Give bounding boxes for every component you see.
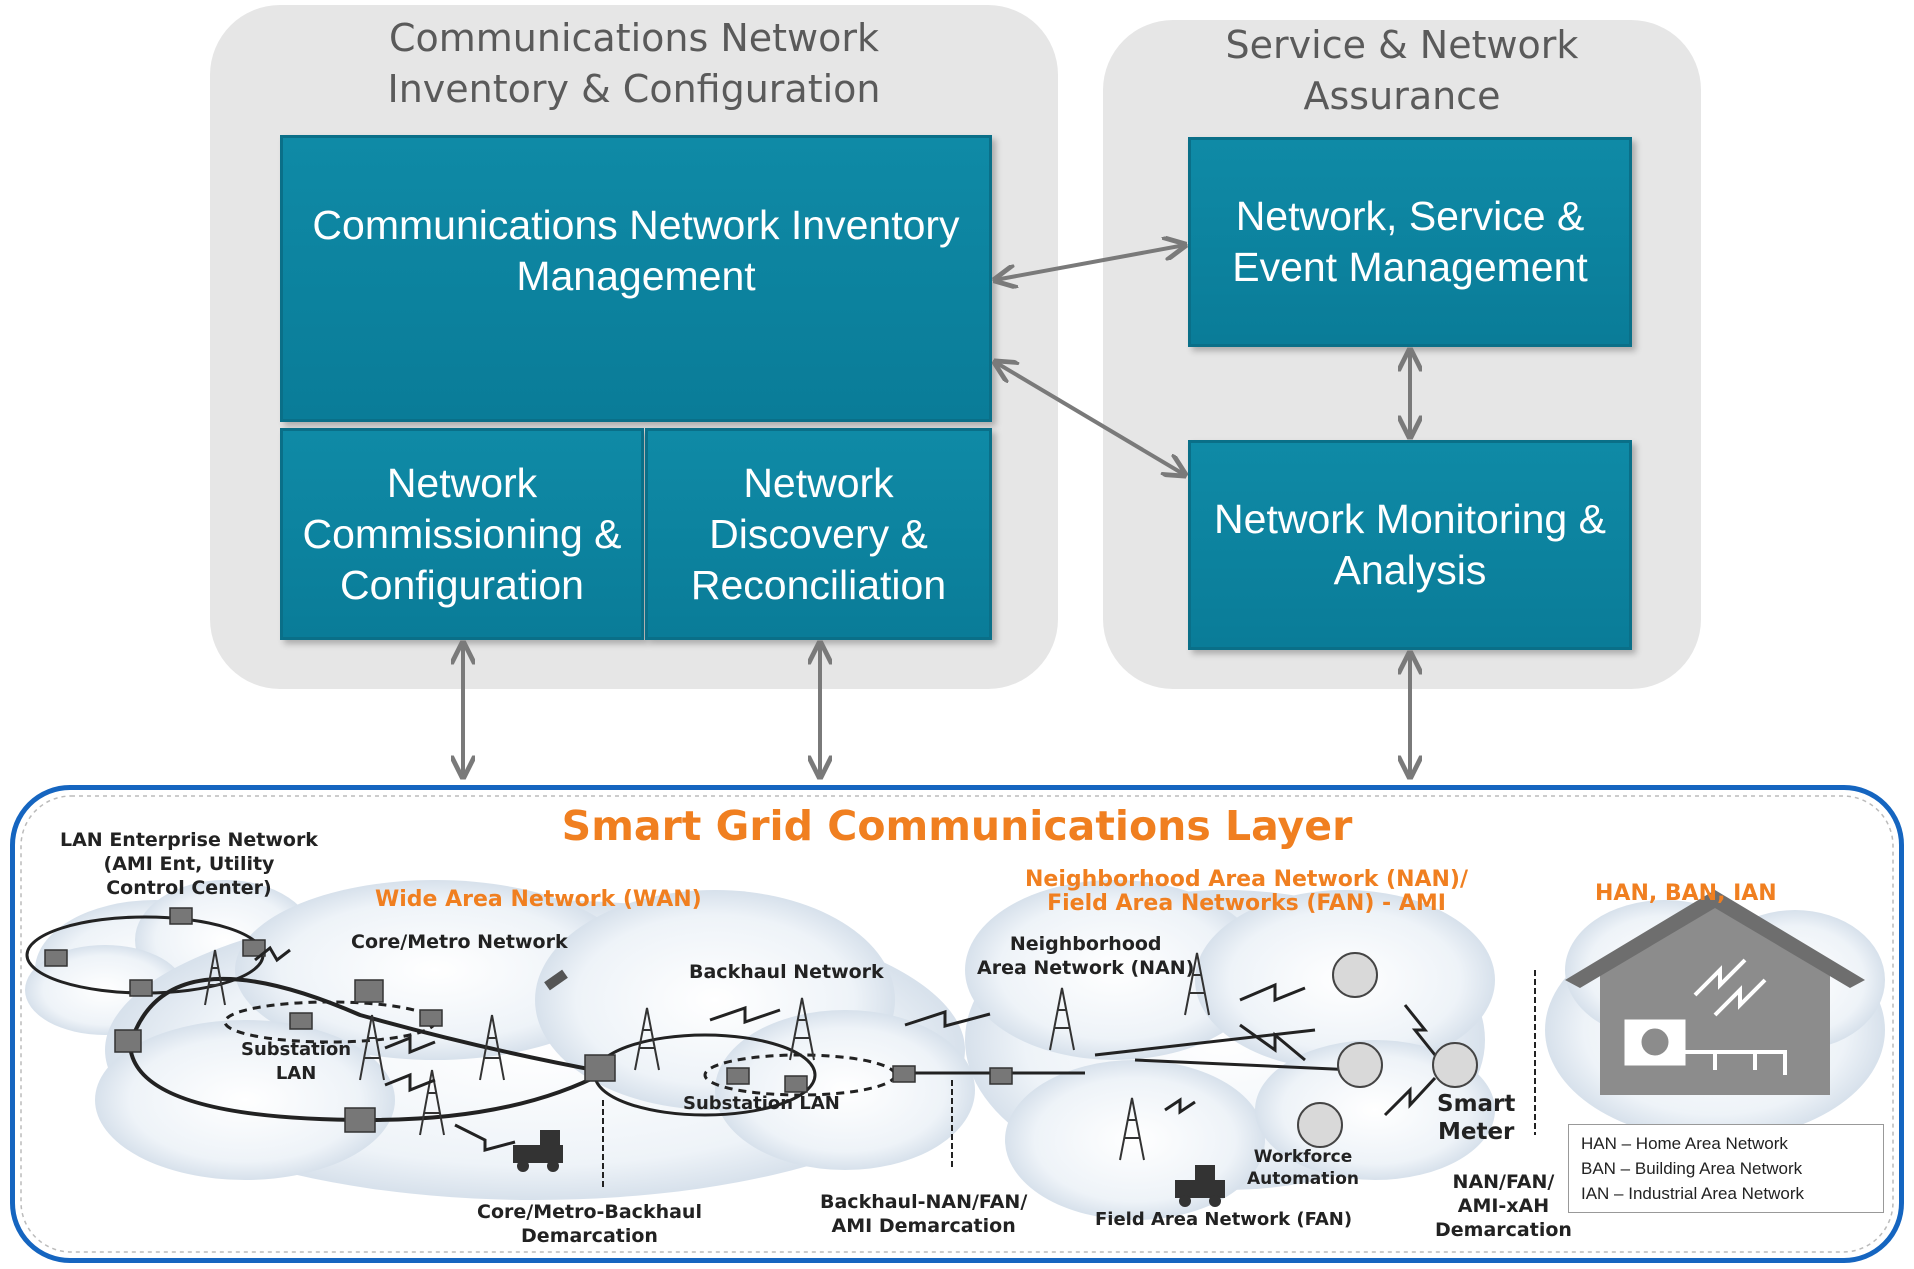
arrow-inventory-event: [995, 245, 1185, 280]
arrow-inventory-monitoring: [995, 362, 1185, 475]
workforce-line1: Workforce: [1253, 1147, 1353, 1167]
network-illustration: [20, 795, 1894, 1253]
assurance-title-line2: Assurance: [1303, 74, 1501, 118]
event-mgmt-line1: Network, Service &: [1235, 193, 1585, 239]
smart-grid-title: Smart Grid Communications Layer: [561, 802, 1353, 850]
wan-cloud: [95, 880, 975, 1200]
backhaul-nan-line1: Backhaul-NAN/FAN/: [820, 1191, 1028, 1213]
lan-enterprise-line2: (AMI Ent, Utility: [103, 853, 275, 875]
backhaul-nan-demarc-label: Backhaul-NAN/FAN/ AMI Demarcation: [820, 1190, 1027, 1238]
event-management-box[interactable]: Network, Service & Event Management: [1188, 137, 1632, 347]
discovery-line2: Discovery &: [709, 510, 928, 557]
discovery-line1: Network: [743, 459, 894, 506]
fan-label: Field Area Network (FAN): [1095, 1209, 1353, 1230]
discovery-box[interactable]: Network Discovery & Reconciliation: [645, 428, 992, 640]
inventory-management-box[interactable]: Communications Network Inventory Managem…: [280, 135, 992, 422]
inventory-mgmt-line2: Management: [516, 253, 756, 299]
discovery-line3: Reconciliation: [690, 561, 947, 608]
inventory-title-line2: Inventory & Configuration: [387, 67, 881, 111]
nan-fan-line1: Neighborhood Area Network (NAN)/: [1025, 867, 1469, 892]
ami-xah-line2: AMI-xAH: [1457, 1195, 1550, 1217]
legend-ian: IAN – Industrial Area Network: [1581, 1184, 1804, 1203]
commissioning-line2: Commissioning &: [302, 510, 622, 557]
smart-meter-line1: Smart: [1437, 1091, 1516, 1117]
commissioning-line1: Network: [386, 459, 538, 506]
backhaul-nan-line2: AMI Demarcation: [831, 1215, 1016, 1237]
lan-enterprise-label: LAN Enterprise Network (AMI Ent, Utility…: [60, 828, 318, 900]
monitoring-line1: Network Monitoring &: [1214, 496, 1606, 542]
wan-label: Wide Area Network (WAN): [375, 887, 702, 912]
neighborhood-label: Neighborhood Area Network (NAN): [977, 932, 1194, 980]
nan-cloud: [965, 880, 1495, 1220]
monitoring-line2: Analysis: [1333, 547, 1487, 593]
han-legend: HAN – Home Area Network BAN – Building A…: [1568, 1124, 1884, 1213]
legend-han: HAN – Home Area Network: [1581, 1134, 1788, 1153]
lan-enterprise-line1: LAN Enterprise Network: [60, 829, 318, 851]
core-metro-label: Core/Metro Network: [351, 931, 568, 953]
substation-lan-label-1: Substation LAN: [241, 1038, 351, 1086]
house-icon: [1565, 890, 1865, 1095]
substation1-line1: Substation: [241, 1039, 352, 1060]
inventory-mgmt-line1: Communications Network Inventory: [312, 202, 960, 248]
commissioning-box[interactable]: Network Commissioning & Configuration: [280, 428, 644, 640]
smart-meter-line2: Meter: [1437, 1119, 1515, 1145]
monitoring-box[interactable]: Network Monitoring & Analysis: [1188, 440, 1632, 650]
legend-ban: BAN – Building Area Network: [1581, 1159, 1803, 1178]
nan-fan-label: Neighborhood Area Network (NAN)/ Field A…: [1025, 868, 1468, 916]
core-backhaul-demarc-label: Core/Metro-Backhaul Demarcation: [477, 1200, 702, 1248]
ami-xah-line3: Demarcation: [1435, 1219, 1572, 1241]
han-ban-ian-label: HAN, BAN, IAN: [1595, 881, 1777, 906]
workforce-label: Workforce Automation: [1247, 1146, 1359, 1190]
commissioning-line3: Configuration: [340, 561, 584, 608]
core-backhaul-line2: Demarcation: [521, 1225, 658, 1247]
workforce-line2: Automation: [1247, 1169, 1359, 1189]
inventory-config-title: Communications Network Inventory & Confi…: [210, 13, 1058, 115]
inventory-title-line1: Communications Network: [388, 16, 880, 60]
neighborhood-line1: Neighborhood: [1009, 933, 1162, 955]
smart-grid-layer: Smart Grid Communications Layer: [10, 785, 1904, 1263]
lan-enterprise-line3: Control Center): [106, 877, 272, 899]
smart-meter-label: Smart Meter: [1437, 1090, 1515, 1146]
assurance-title: Service & Network Assurance: [1103, 20, 1701, 122]
substation-lan-label-2: Substation LAN: [683, 1093, 840, 1114]
core-backhaul-line1: Core/Metro-Backhaul: [477, 1201, 702, 1223]
neighborhood-line2: Area Network (NAN): [977, 957, 1195, 979]
event-mgmt-line2: Event Management: [1232, 244, 1588, 290]
substation1-line2: LAN: [275, 1063, 317, 1084]
ami-xah-demarc-label: NAN/FAN/ AMI-xAH Demarcation: [1435, 1170, 1572, 1242]
nan-fan-line2: Field Area Networks (FAN) - AMI: [1047, 891, 1446, 916]
ami-xah-line1: NAN/FAN/: [1452, 1171, 1555, 1193]
backhaul-label: Backhaul Network: [689, 961, 884, 983]
assurance-title-line1: Service & Network: [1225, 23, 1579, 67]
